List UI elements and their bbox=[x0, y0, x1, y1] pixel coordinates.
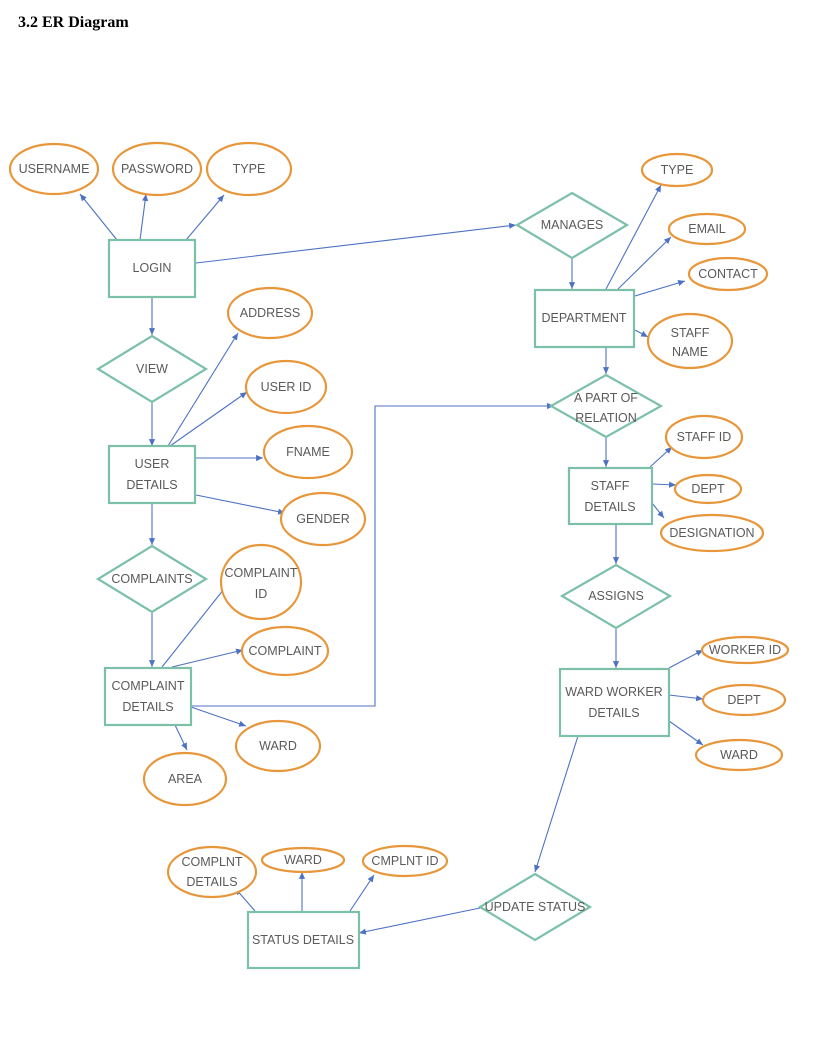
svg-text:A PART OF: A PART OF bbox=[574, 391, 638, 405]
attribute-type-login: TYPE bbox=[205, 141, 293, 197]
svg-text:MANAGES: MANAGES bbox=[541, 218, 604, 232]
svg-text:DETAILS: DETAILS bbox=[584, 500, 635, 514]
entity-user-details: USER DETAILS bbox=[107, 444, 197, 505]
svg-text:RELATION: RELATION bbox=[575, 411, 637, 425]
attribute-type-department: TYPE bbox=[640, 152, 714, 188]
svg-text:AREA: AREA bbox=[168, 772, 203, 786]
entity-status-details: STATUS DETAILS bbox=[246, 910, 361, 970]
svg-text:DETAILS: DETAILS bbox=[126, 478, 177, 492]
svg-text:GENDER: GENDER bbox=[296, 512, 349, 526]
svg-text:DETAILS: DETAILS bbox=[186, 875, 237, 889]
svg-text:ID: ID bbox=[255, 587, 268, 601]
svg-text:WARD: WARD bbox=[284, 853, 322, 867]
attribute-area: AREA bbox=[142, 751, 228, 807]
svg-text:USER ID: USER ID bbox=[261, 380, 312, 394]
svg-text:USERNAME: USERNAME bbox=[19, 162, 90, 176]
svg-text:TYPE: TYPE bbox=[661, 163, 694, 177]
attribute-fname: FNAME bbox=[262, 424, 354, 480]
attribute-dept-staff: DEPT bbox=[673, 473, 743, 505]
svg-text:TYPE: TYPE bbox=[233, 162, 266, 176]
svg-text:DETAILS: DETAILS bbox=[588, 706, 639, 720]
svg-text:USER: USER bbox=[135, 457, 170, 471]
connector-lines bbox=[79, 184, 704, 935]
attribute-address: ADDRESS bbox=[226, 286, 314, 340]
svg-text:DETAILS: DETAILS bbox=[122, 700, 173, 714]
svg-text:EMAIL: EMAIL bbox=[688, 222, 726, 236]
svg-text:ASSIGNS: ASSIGNS bbox=[588, 589, 644, 603]
relationship-complaints: COMPLAINTS bbox=[95, 544, 209, 614]
svg-text:DEPT: DEPT bbox=[691, 482, 725, 496]
svg-text:COMPLAINT: COMPLAINT bbox=[249, 644, 322, 658]
svg-text:CMPLNT ID: CMPLNT ID bbox=[371, 854, 438, 868]
attribute-worker-id: WORKER ID bbox=[700, 635, 790, 665]
svg-text:FNAME: FNAME bbox=[286, 445, 330, 459]
attribute-user-id: USER ID bbox=[244, 359, 328, 415]
entity-staff-details: STAFF DETAILS bbox=[567, 466, 654, 526]
svg-text:WARD WORKER: WARD WORKER bbox=[565, 685, 662, 699]
attribute-staff-name: STAFF NAME bbox=[646, 312, 734, 370]
relationship-assigns: ASSIGNS bbox=[559, 563, 673, 630]
relationship-update-status: UPDATE STATUS bbox=[477, 872, 593, 942]
svg-text:WORKER ID: WORKER ID bbox=[709, 643, 781, 657]
svg-text:DEPT: DEPT bbox=[727, 693, 761, 707]
relationship-view: VIEW bbox=[95, 334, 209, 404]
svg-text:VIEW: VIEW bbox=[136, 362, 168, 376]
attribute-designation: DESIGNATION bbox=[659, 513, 765, 553]
svg-text:DESIGNATION: DESIGNATION bbox=[669, 526, 754, 540]
attribute-ward-worker: WARD bbox=[694, 738, 784, 772]
entity-complaint-details: COMPLAINT DETAILS bbox=[103, 666, 193, 727]
svg-text:NAME: NAME bbox=[672, 345, 708, 359]
svg-text:COMPLAINTS: COMPLAINTS bbox=[111, 572, 192, 586]
svg-text:STAFF: STAFF bbox=[591, 479, 630, 493]
attribute-username: USERNAME bbox=[8, 142, 100, 196]
attribute-complaint-id: COMPLAINT ID bbox=[219, 543, 303, 621]
attribute-cmplnt-id: CMPLNT ID bbox=[361, 844, 449, 878]
attribute-complnt-details: COMPLNT DETAILS bbox=[166, 845, 258, 899]
attribute-gender: GENDER bbox=[279, 491, 367, 547]
svg-text:DEPARTMENT: DEPARTMENT bbox=[542, 311, 627, 325]
attribute-password: PASSWORD bbox=[111, 141, 203, 197]
relationship-a-part-of-relation: A PART OF RELATION bbox=[548, 373, 664, 439]
entity-ward-worker-details: WARD WORKER DETAILS bbox=[558, 667, 671, 738]
svg-text:STAFF ID: STAFF ID bbox=[677, 430, 732, 444]
svg-text:ADDRESS: ADDRESS bbox=[240, 306, 300, 320]
page-heading: 3.2 ER Diagram bbox=[18, 14, 129, 31]
attribute-staff-id: STAFF ID bbox=[664, 414, 744, 460]
attribute-email: EMAIL bbox=[667, 212, 747, 246]
svg-text:WARD: WARD bbox=[720, 748, 758, 762]
entity-login: LOGIN bbox=[107, 238, 197, 299]
attribute-contact: CONTACT bbox=[687, 256, 769, 292]
svg-text:PASSWORD: PASSWORD bbox=[121, 162, 193, 176]
svg-text:STATUS DETAILS: STATUS DETAILS bbox=[252, 933, 354, 947]
entity-department: DEPARTMENT bbox=[533, 288, 636, 349]
attribute-complaint: COMPLAINT bbox=[240, 625, 330, 677]
attribute-ward-complaint: WARD bbox=[234, 719, 322, 773]
attribute-ward-status: WARD bbox=[260, 846, 346, 874]
svg-text:STAFF: STAFF bbox=[671, 326, 710, 340]
svg-text:CONTACT: CONTACT bbox=[698, 267, 758, 281]
attribute-dept-worker: DEPT bbox=[701, 683, 787, 717]
relationship-manages: MANAGES bbox=[514, 191, 630, 260]
svg-text:COMPLAINT: COMPLAINT bbox=[112, 679, 185, 693]
svg-text:UPDATE STATUS: UPDATE STATUS bbox=[485, 900, 586, 914]
svg-text:LOGIN: LOGIN bbox=[133, 261, 172, 275]
svg-text:COMPLNT: COMPLNT bbox=[181, 855, 242, 869]
svg-text:COMPLAINT: COMPLAINT bbox=[225, 566, 298, 580]
svg-text:WARD: WARD bbox=[259, 739, 297, 753]
